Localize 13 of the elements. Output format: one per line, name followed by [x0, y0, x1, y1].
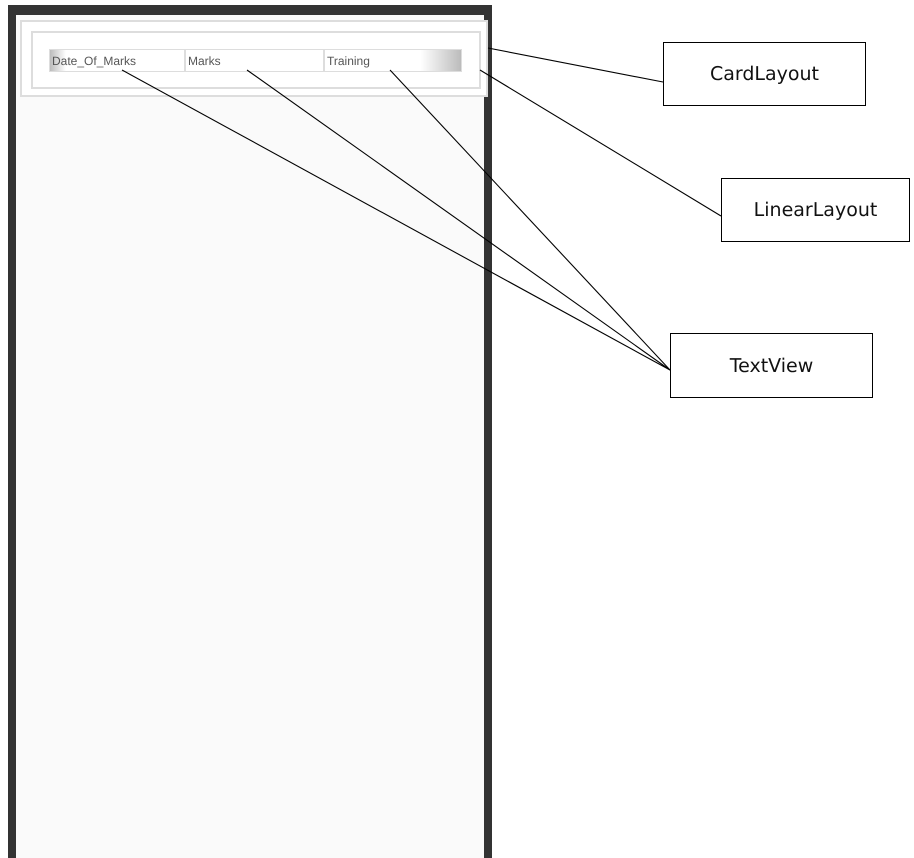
leader-line [390, 70, 670, 370]
label-box: LinearLayout [721, 178, 910, 242]
leader-line [480, 70, 722, 216]
text-view: Date_Of_Marks [49, 49, 185, 72]
label-box: TextView [670, 333, 873, 398]
label-box: CardLayout [663, 42, 866, 106]
text-view: Marks [185, 49, 324, 72]
leader-line [488, 47, 664, 83]
card-layout-box [20, 20, 488, 97]
leader-line [122, 70, 670, 370]
linear-layout-box [31, 31, 481, 89]
text-view: Training [324, 49, 462, 72]
leader-line [246, 70, 670, 370]
